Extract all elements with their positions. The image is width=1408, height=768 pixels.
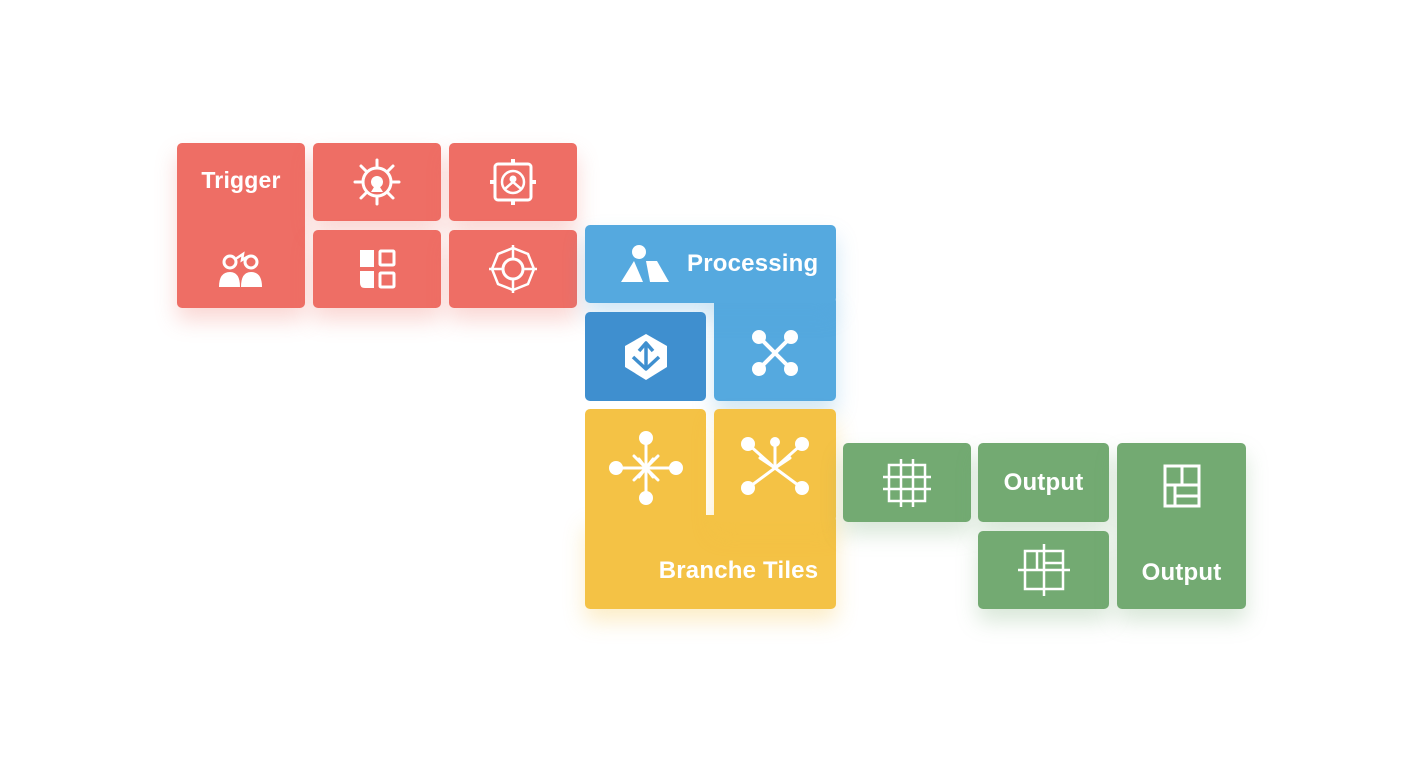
crosshair-grid-icon [1017,544,1070,596]
output-crosshair-tile[interactable] [978,531,1109,609]
trigger-grid-tile[interactable] [313,230,441,308]
starburst-nodes-icon [608,431,683,505]
network-x-icon [752,329,798,376]
processing-box-tile[interactable] [585,312,706,401]
users-link-icon [219,251,262,287]
branch-label: Branche Tiles [658,557,819,584]
output-tile-bottom[interactable]: Output [1117,443,1246,609]
grid-frame-icon [883,458,931,507]
branch-hub-tile[interactable] [714,409,836,522]
output-label-bottom: Output [1141,559,1222,586]
branch-starburst-tile[interactable] [585,409,706,527]
trigger-crosshair-tile[interactable] [449,230,577,308]
processing-label: Processing [687,250,819,277]
hub-nodes-icon [741,436,809,495]
grid-blocks-icon [360,249,396,289]
output-grid-tile[interactable] [843,443,971,522]
box-arrow-icon [624,333,667,380]
gear-target-icon [353,158,401,206]
output-tile-top[interactable]: Output [978,443,1109,522]
output-label-top: Output [1003,468,1084,496]
shapes-icon [621,245,669,282]
trigger-gear-tile[interactable] [313,143,441,221]
trigger-tile[interactable]: Trigger [177,143,305,308]
processing-tile[interactable]: Processing [585,225,836,303]
crosshair-ring-icon [489,245,537,293]
branch-tile[interactable]: Branche Tiles [585,515,836,609]
trigger-node-tile[interactable] [449,143,577,221]
split-panel-icon [1163,464,1200,508]
processing-network-tile[interactable] [714,296,836,401]
node-frame-icon [490,159,536,205]
trigger-label: Trigger [201,167,281,193]
